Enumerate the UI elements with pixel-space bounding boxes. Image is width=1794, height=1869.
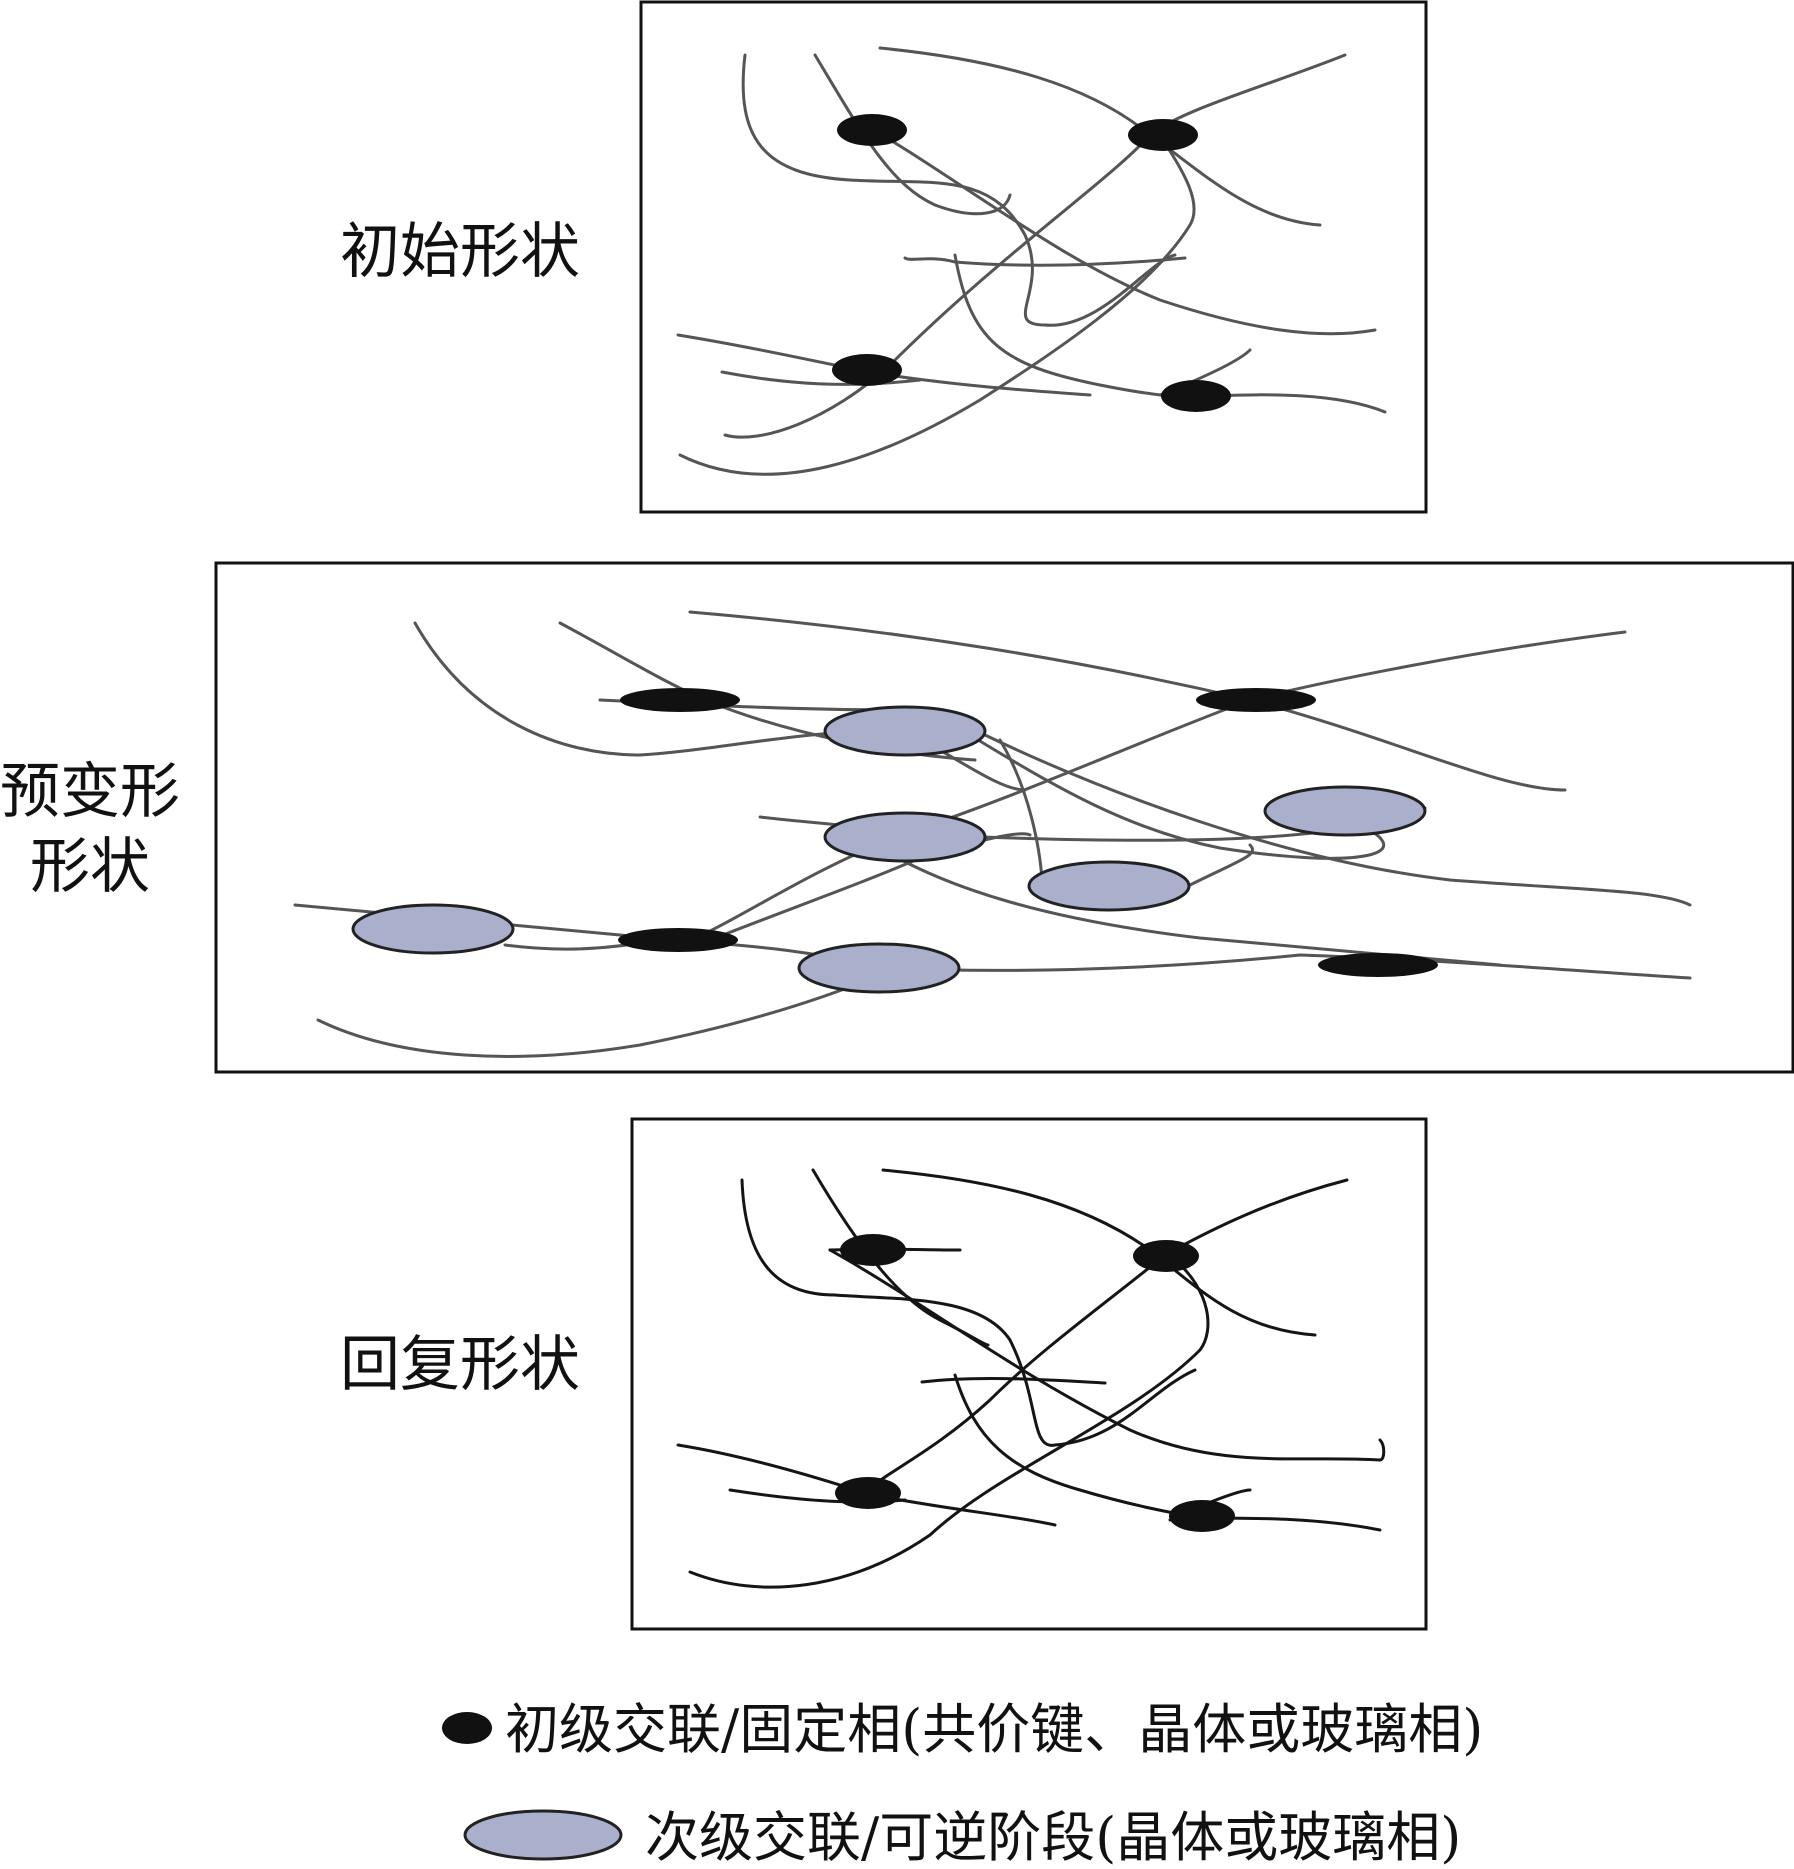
primary-crosslink-node — [620, 688, 740, 712]
primary-crosslink-node — [835, 1477, 901, 1509]
panel-initial-frame — [639, 0, 1428, 514]
polymer-chain — [720, 370, 922, 386]
polymer-chain — [868, 1178, 1349, 1492]
secondary-crosslink-node — [1263, 785, 1427, 837]
polymer-chain — [740, 1178, 1197, 1447]
secondary-crosslink-node — [1027, 860, 1191, 912]
primary-crosslink-node — [1161, 380, 1231, 412]
secondary-crosslink-node — [823, 705, 987, 757]
panel-deformed: 预变形 形状 — [0, 561, 1794, 1074]
polymer-chain — [678, 133, 1196, 476]
primary-crosslink-node — [1196, 688, 1316, 712]
polymer-chain — [678, 630, 1627, 947]
secondary-crosslink-node — [351, 903, 515, 955]
polymer-chain — [920, 1376, 1107, 1385]
legend-primary-text: 初级交联/固定相(共价键、晶体或玻璃相) — [505, 1698, 1483, 1761]
panel-deformed-frame — [214, 561, 1794, 1074]
polymer-chain — [878, 953, 1692, 980]
secondary-crosslink-node — [797, 942, 961, 994]
legend-item-secondary: 次级交联/可逆阶段(晶体或玻璃相) — [463, 1806, 1461, 1869]
primary-crosslink-node — [840, 1234, 906, 1266]
polymer-chain — [413, 621, 1027, 792]
primary-crosslink-node — [1128, 119, 1198, 151]
legend-primary-swatch — [442, 1712, 492, 1744]
legend-item-primary: 初级交联/固定相(共价键、晶体或玻璃相) — [442, 1698, 1483, 1761]
panel-recovered: 回复形状 — [340, 1117, 1428, 1631]
primary-crosslink-node — [1133, 1240, 1199, 1272]
primary-crosslink-node — [832, 354, 902, 386]
primary-crosslink-node — [618, 928, 738, 952]
legend: 初级交联/固定相(共价键、晶体或玻璃相) 次级交联/可逆阶段(晶体或玻璃相) — [442, 1698, 1483, 1869]
polymer-chain — [723, 53, 1347, 439]
polymer-chain — [708, 832, 1032, 942]
legend-secondary-swatch — [463, 1809, 623, 1861]
polymer-chain — [903, 256, 1187, 267]
panel-deformed-label-line2: 形状 — [30, 832, 150, 902]
polymer-chain — [688, 1258, 1210, 1589]
polymer-chain — [998, 738, 1044, 882]
panel-initial-label: 初始形状 — [340, 217, 580, 287]
panel-initial: 初始形状 — [340, 0, 1428, 514]
polymer-chain — [968, 733, 1386, 860]
primary-crosslink-node — [1169, 1500, 1235, 1532]
secondary-crosslink-node — [823, 811, 987, 863]
polymer-chain — [828, 1248, 1386, 1462]
polymer-chain — [868, 126, 1377, 336]
legend-secondary-text: 次级交联/可逆阶段(晶体或玻璃相) — [645, 1806, 1461, 1869]
polymer-chain — [983, 733, 1692, 907]
polymer-chain — [316, 973, 882, 1058]
panel-deformed-label-line1: 预变形 — [0, 757, 180, 827]
polymer-chain — [813, 53, 1012, 216]
primary-crosslink-node — [837, 114, 907, 146]
primary-crosslink-node — [1318, 953, 1438, 977]
polymer-chain — [1188, 843, 1254, 887]
panel-recovered-label: 回复形状 — [340, 1330, 580, 1400]
